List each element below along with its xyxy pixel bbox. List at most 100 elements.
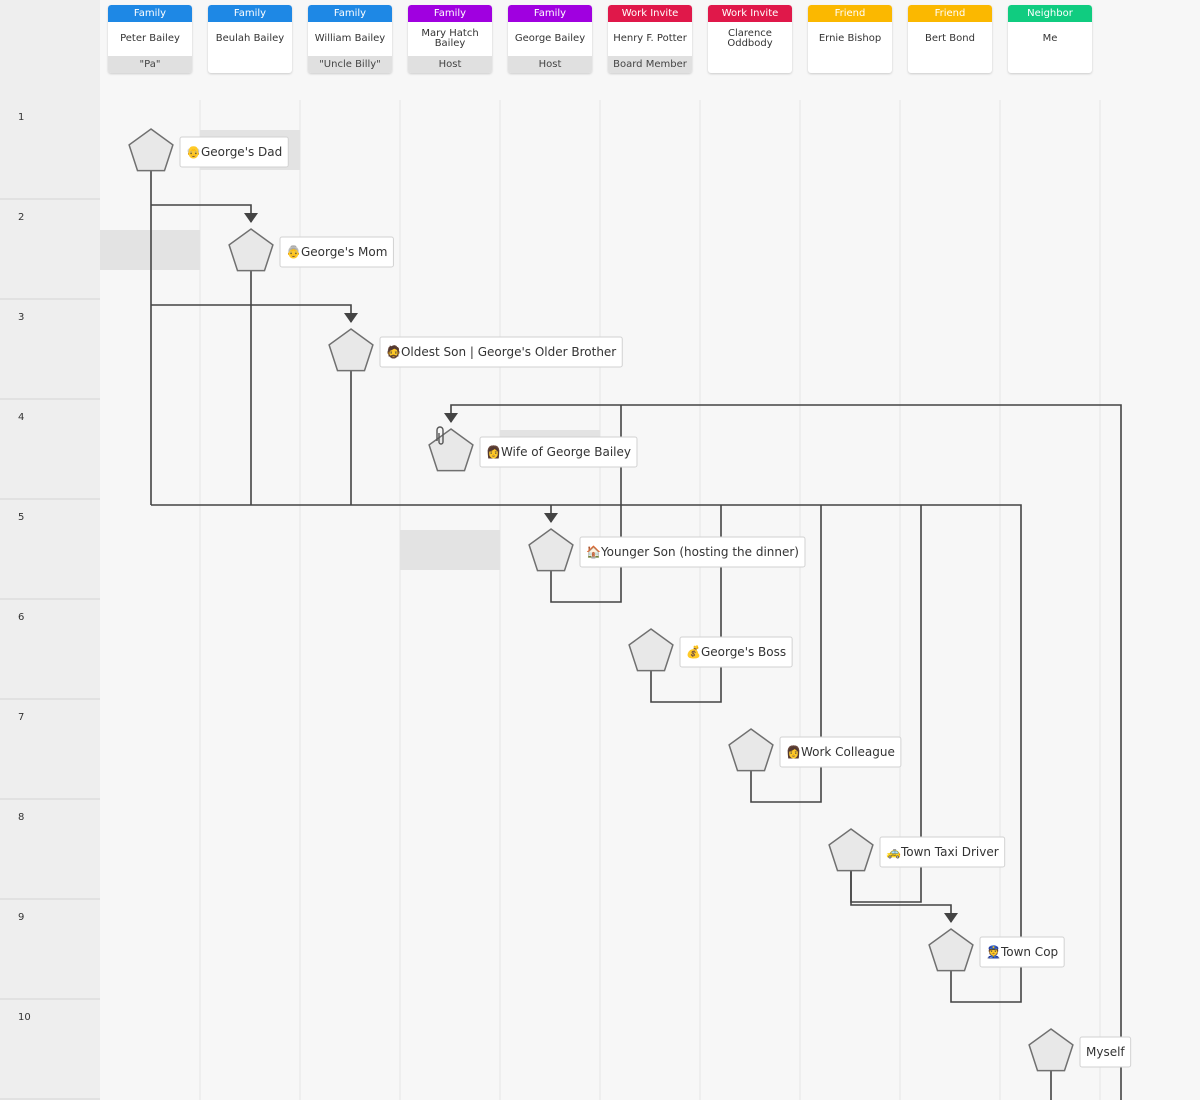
node-label-box	[479, 436, 638, 468]
node-label-box	[879, 836, 1006, 868]
row-number: 4	[18, 412, 24, 423]
diagram-node[interactable]: 🏠Younger Son (hosting the dinner)	[528, 528, 806, 572]
node-label-text: 👵George's Mom	[286, 245, 387, 259]
row-number: 9	[18, 912, 24, 923]
arrowhead-icon	[344, 313, 358, 323]
node-label[interactable]: 👩Wife of George Bailey	[479, 436, 638, 468]
connector-line	[650, 505, 722, 703]
header-name: George Bailey	[514, 33, 586, 44]
pentagon-icon[interactable]	[728, 728, 774, 772]
node-label[interactable]: 👵George's Mom	[279, 236, 394, 268]
diagram-node[interactable]: 💰George's Boss	[628, 628, 793, 672]
node-label[interactable]: 🏠Younger Son (hosting the dinner)	[579, 536, 806, 568]
node-label-box	[179, 136, 289, 168]
row-number: 10	[18, 1012, 31, 1023]
row-sidebar	[0, 0, 100, 1100]
node-label-box	[579, 536, 806, 568]
diagram-node[interactable]: 👩Wife of George Bailey	[428, 428, 638, 472]
header-name: Peter Bailey	[120, 33, 180, 44]
row-number: 8	[18, 812, 24, 823]
header-tag: Family	[508, 5, 592, 22]
arrowhead-icon	[244, 213, 258, 223]
highlight-cell	[500, 430, 600, 440]
pentagon-icon[interactable]	[428, 428, 474, 472]
node-label[interactable]: 💰George's Boss	[679, 636, 793, 668]
node-label-text: 🚕Town Taxi Driver	[886, 845, 999, 859]
connector-line	[151, 504, 1022, 1003]
pentagon-icon[interactable]	[1028, 1028, 1074, 1072]
diagram-node[interactable]: 👴George's Dad	[128, 128, 289, 172]
node-label-text: 👩Work Colleague	[786, 745, 895, 759]
diagram-node[interactable]: 👩Work Colleague	[728, 728, 902, 772]
node-label[interactable]: Myself	[1079, 1036, 1132, 1068]
header-name: Bert Bond	[925, 33, 975, 44]
row-number: 6	[18, 612, 24, 623]
arrowhead-icon	[944, 913, 958, 923]
pentagon-icon[interactable]	[928, 928, 974, 972]
pentagon-icon[interactable]	[128, 128, 174, 172]
header-tag: Friend	[808, 5, 892, 22]
paperclip-icon[interactable]	[436, 426, 444, 445]
header-tag: Work Invite	[708, 5, 792, 22]
node-label-text: 💰George's Boss	[686, 645, 786, 659]
connector-line	[750, 505, 822, 803]
row-number: 5	[18, 512, 24, 523]
node-label[interactable]: 🚕Town Taxi Driver	[879, 836, 1006, 868]
header-role: Host	[408, 56, 492, 73]
arrowhead-icon	[544, 513, 558, 523]
node-label-box	[279, 236, 394, 268]
node-label-box	[379, 336, 623, 368]
diagram-node[interactable]: 👵George's Mom	[228, 228, 394, 272]
diagram-node[interactable]: 👮Town Cop	[928, 928, 1065, 972]
header-role: "Pa"	[108, 56, 192, 73]
pentagon-icon[interactable]	[528, 528, 574, 572]
header-name: Beulah Bailey	[215, 33, 285, 44]
arrowhead-icon	[444, 413, 458, 423]
header-role: Board Member	[608, 56, 692, 73]
diagram-node[interactable]: 🧔Oldest Son | George's Older Brother	[328, 328, 623, 372]
node-label[interactable]: 🧔Oldest Son | George's Older Brother	[379, 336, 623, 368]
diagram-node[interactable]: 🚕Town Taxi Driver	[828, 828, 1006, 872]
header-tag: Family	[308, 5, 392, 22]
node-label-text: Myself	[1086, 1045, 1125, 1059]
connector-line	[550, 405, 622, 603]
node-label[interactable]: 👩Work Colleague	[779, 736, 902, 768]
header-name: Henry F. Potter	[613, 33, 687, 44]
node-label[interactable]: 👮Town Cop	[979, 936, 1065, 968]
node-label-box	[679, 636, 793, 668]
node-label-box	[979, 936, 1065, 968]
header-tag: Family	[108, 5, 192, 22]
pentagon-icon[interactable]	[228, 228, 274, 272]
diagram-node[interactable]: Myself	[1028, 1028, 1132, 1072]
header-name: William Bailey	[314, 33, 386, 44]
header-role: Host	[508, 56, 592, 73]
pentagon-icon[interactable]	[628, 628, 674, 672]
highlight-cell	[400, 530, 500, 570]
node-label-text: 🧔Oldest Son | George's Older Brother	[386, 344, 616, 359]
node-label[interactable]: 👴George's Dad	[179, 136, 289, 168]
header-name: Ernie Bishop	[818, 33, 882, 44]
node-label-box	[779, 736, 902, 768]
header-tag: Family	[208, 5, 292, 22]
pentagon-icon[interactable]	[828, 828, 874, 872]
node-label-box	[1079, 1036, 1132, 1068]
header-name: Me	[1042, 33, 1058, 44]
node-label-text: 👮Town Cop	[986, 944, 1058, 959]
node-label-text: 🏠Younger Son (hosting the dinner)	[586, 545, 799, 559]
pentagon-icon[interactable]	[328, 328, 374, 372]
node-label-text: 👩Wife of George Bailey	[486, 445, 631, 459]
header-tag: Work Invite	[608, 5, 692, 22]
row-number: 2	[18, 212, 24, 223]
header-name: Clarence Oddbody	[727, 28, 773, 49]
